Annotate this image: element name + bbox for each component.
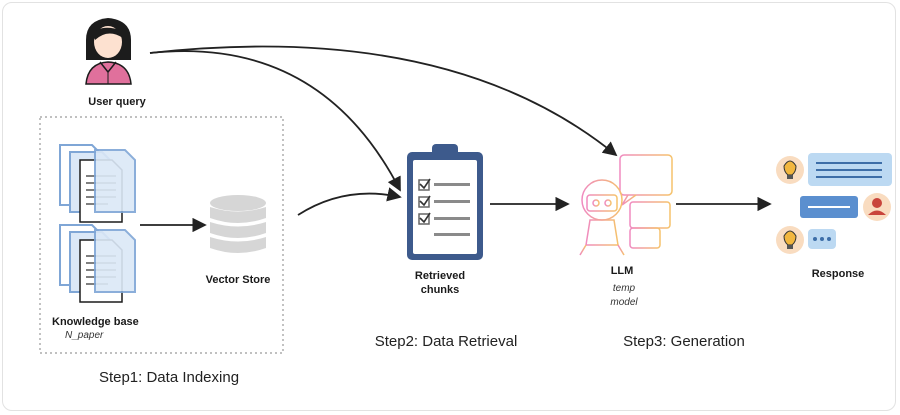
llm-label: LLM [610,265,634,277]
arrow-store-to-retrieval [297,187,402,216]
database-icon [210,195,266,253]
vector-store-label: Vector Store [205,274,271,286]
knowledge-base-sub-label: N_paper [65,330,104,341]
step1-label: Step1: Data Indexing [98,369,240,386]
retrieved-label-line2: chunks [420,284,460,296]
document-stack-icon [59,144,136,303]
user-icon [85,18,132,85]
arrow-query-to-retrieval [149,50,401,192]
user-query-label: User query [88,96,146,108]
knowledge-base-label: Knowledge base [52,316,139,328]
response-label: Response [811,268,865,280]
step2-label: Step2: Data Retrieval [374,333,518,350]
arrow-query-to-llm [149,45,618,157]
step3-label: Step3: Generation [623,333,745,350]
clipboard-icon [407,144,483,260]
response-chat-icon [776,153,892,254]
retrieved-label-line1: Retrieved [414,270,466,282]
llm-sub-line2: model [610,297,638,308]
llm-sub-line1: temp [612,283,636,294]
llm-robot-icon [579,154,673,256]
indexing-box [39,116,284,354]
